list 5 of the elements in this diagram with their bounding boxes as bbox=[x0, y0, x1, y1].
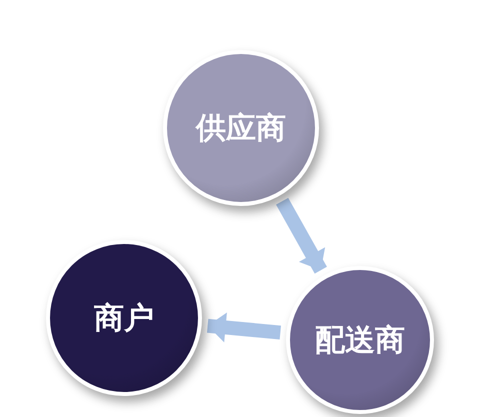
node-label: 商户 bbox=[94, 300, 154, 338]
block-arrow bbox=[276, 198, 327, 274]
node-label: 供应商 bbox=[196, 110, 286, 148]
block-arrow bbox=[206, 312, 281, 342]
node-label: 配送商 bbox=[315, 322, 405, 360]
